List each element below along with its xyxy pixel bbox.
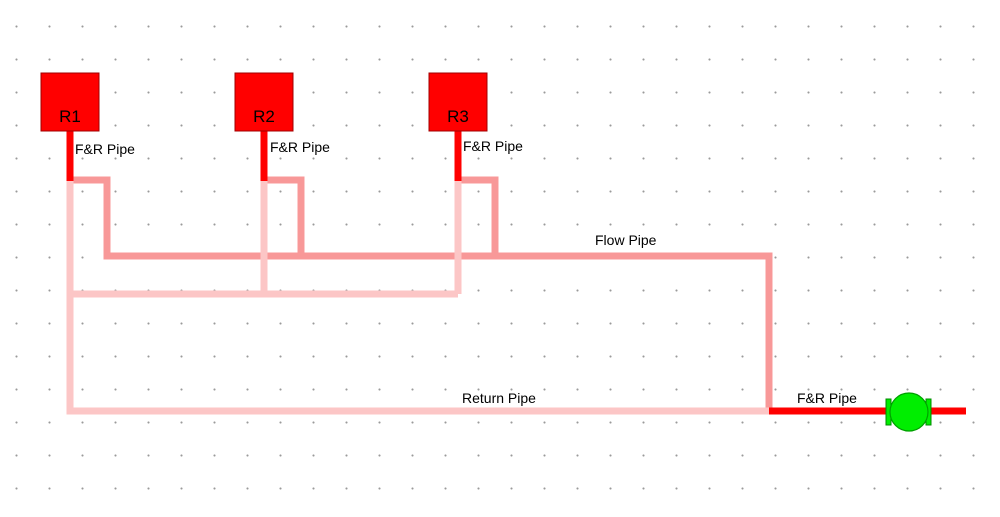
flow-pipe-label: Flow Pipe	[595, 232, 657, 248]
radiator-label-r3: R3	[447, 107, 469, 126]
return-pipe	[66, 180, 769, 415]
radiator-label-r1: R1	[59, 107, 81, 126]
radiator-r1[interactable]: R1	[40, 72, 100, 132]
fr-pipe-risers	[66, 131, 462, 181]
radiator-r3[interactable]: R3	[428, 72, 488, 132]
fr-pipe-label-r3: F&R Pipe	[463, 138, 523, 154]
flow-pipe	[70, 176, 773, 411]
radiator-r2[interactable]: R2	[234, 72, 294, 132]
boiler-fr-pipe-label: F&R Pipe	[797, 390, 857, 406]
return-pipe-label: Return Pipe	[462, 390, 536, 406]
circulator-pump-icon[interactable]	[885, 392, 932, 432]
fr-pipe-label-r1: F&R Pipe	[75, 141, 135, 157]
fr-pipe-label-r2: F&R Pipe	[270, 139, 330, 155]
radiator-label-r2: R2	[253, 107, 275, 126]
